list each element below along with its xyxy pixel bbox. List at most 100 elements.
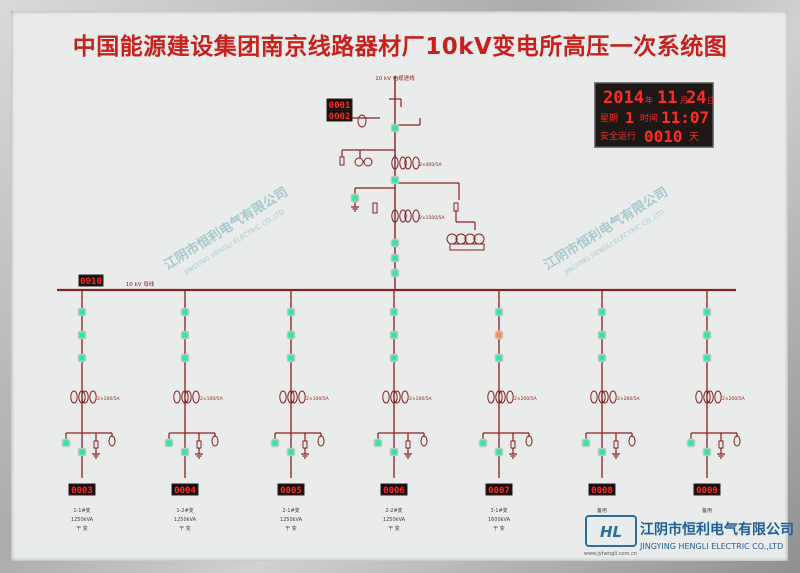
feeder-7-led-4	[702, 447, 712, 457]
feeder-7-led-2	[702, 330, 712, 340]
feeder-2-led-2	[180, 330, 190, 340]
feeder-4-earth-led	[373, 438, 383, 448]
clock-day-unit: 日	[707, 97, 714, 105]
feeder-1-a-ct-right	[78, 390, 86, 404]
feeder-3-b-ct-left	[290, 390, 298, 404]
feeder-5-b-ct-right	[506, 390, 514, 404]
feeder-2-a-ct-left	[173, 390, 181, 404]
clock-time-label: 时间	[640, 112, 658, 124]
feeder-1-earth-led	[61, 438, 71, 448]
incoming-3-ct-right	[399, 209, 407, 223]
feeder-5-pt	[525, 435, 533, 447]
left-branch-led	[350, 193, 360, 203]
feeder-2-b-ct-left	[184, 390, 192, 404]
clock-year: 2014	[603, 88, 644, 108]
feeder-6-a-ct-right	[598, 390, 606, 404]
feeder-1-label-2: 1250kVA	[71, 517, 94, 523]
feeder-2-counter: 0004	[174, 486, 196, 496]
feeder-5-b-ct-left	[498, 390, 506, 404]
clock-time: 11:07	[661, 108, 709, 127]
feeder-2-label-1: 1-2#变	[176, 507, 193, 514]
feeder-2-led-4	[180, 447, 190, 457]
feeder-5-led-4	[494, 447, 504, 457]
feeder-4-b-ct-left	[393, 390, 401, 404]
feeder-2-label-3: 干 变	[179, 525, 191, 532]
feeder-5-led-3	[494, 353, 504, 363]
feeder-5-counter-bg	[485, 483, 513, 496]
feeder-5-surge-arrester	[510, 440, 516, 449]
feeder-1-counter-bg	[68, 483, 96, 496]
feeder-3-b-ct-right	[298, 390, 306, 404]
feeder-4-b-ct-right	[401, 390, 409, 404]
feeder-7-led-1	[702, 307, 712, 317]
incoming-1-ct-right	[399, 156, 407, 170]
feeder-6-led-3	[597, 353, 607, 363]
feeder-1-counter: 0003	[71, 486, 93, 496]
feeder-4-led-4	[389, 447, 399, 457]
incoming-4-ct-left	[404, 209, 412, 223]
feeder-3-a-ct-right	[287, 390, 295, 404]
feeder-5-a-ct-left	[487, 390, 495, 404]
incoming-led-2	[390, 175, 400, 185]
company-website: www.jyhengli.com.cn	[584, 551, 637, 557]
feeder-6-label-1: 备用	[597, 507, 607, 514]
incoming-led-1	[390, 123, 400, 133]
feeder-5-label-3: 干 变	[493, 525, 505, 532]
incoming-2-ct-left	[404, 156, 412, 170]
feeder-4-counter-bg	[380, 483, 408, 496]
incoming-label: 10 kV 电缆进线	[375, 74, 415, 82]
feeder-7-surge-arrester	[718, 440, 724, 449]
company-name-en: JINGYING HENGLI ELECTRIC CO.,LTD	[639, 542, 783, 551]
pt-symbol	[357, 114, 367, 128]
incoming-counter-2-bg	[326, 109, 353, 122]
clock-day: 24	[686, 88, 706, 108]
feeder-6-pt	[628, 435, 636, 447]
feeder-1-b-ct-left	[81, 390, 89, 404]
feeder-1-led-2	[77, 330, 87, 340]
feeder-7-pt	[733, 435, 741, 447]
feeder-3-led-1	[286, 307, 296, 317]
feeder-2-a-ct-right	[181, 390, 189, 404]
incoming-led-3	[390, 238, 400, 248]
feeder-1-label-1: 1-1#变	[73, 507, 90, 514]
feeder-5-label-1: 3-1#变	[490, 507, 507, 514]
bus-counter-bg	[78, 274, 104, 287]
clock-safety-days: 0010	[644, 127, 683, 146]
feeder-7-a-ct-left	[695, 390, 703, 404]
pt-transformer-a	[354, 157, 364, 167]
feeder-4-surge-arrester	[405, 440, 411, 449]
feeder-1-a-ct-left	[70, 390, 78, 404]
pt-fuse	[339, 156, 345, 166]
feeder-2-earth-led	[164, 438, 174, 448]
clock-display	[594, 82, 714, 148]
feeder-3-label-3: 干 变	[285, 525, 297, 532]
feeder-7-b-ct-left	[706, 390, 714, 404]
feeder-4-label-3: 干 变	[388, 525, 400, 532]
feeder-7-counter-bg	[693, 483, 721, 496]
feeder-7-earth-led	[686, 438, 696, 448]
feeder-2-counter-bg	[171, 483, 199, 496]
feeder-2-pt	[211, 435, 219, 447]
feeder-5-ct-rating: 2×200/5A	[514, 396, 538, 402]
feeder-3-counter: 0005	[280, 486, 302, 496]
feeder-5-led-1	[494, 307, 504, 317]
incoming-ct-rating: 2×400/5A	[419, 162, 443, 168]
feeder-7-ct-rating: 2×200/5A	[722, 396, 746, 402]
feeder-4-led-1	[389, 307, 399, 317]
clock-month: 11	[657, 88, 677, 108]
feeder-2-label-2: 1250kVA	[174, 517, 197, 523]
feeder-6-b-ct-right	[609, 390, 617, 404]
feeder-6-earth-led	[581, 438, 591, 448]
feeder-1-led-3	[77, 353, 87, 363]
feeder-4-pt	[420, 435, 428, 447]
feeder-5-label-2: 1600kVA	[488, 517, 511, 523]
page-title: 中国能源建设集团南京线路器材厂10kV变电所高压一次系统图	[72, 34, 728, 60]
feeder-5-counter: 0007	[488, 486, 510, 496]
feeder-4-led-2	[389, 330, 399, 340]
feeder-5-led-2	[494, 330, 504, 340]
feeder-4-counter: 0006	[383, 486, 405, 496]
incoming-ct2-rating: 2×1500/5A	[419, 215, 445, 221]
